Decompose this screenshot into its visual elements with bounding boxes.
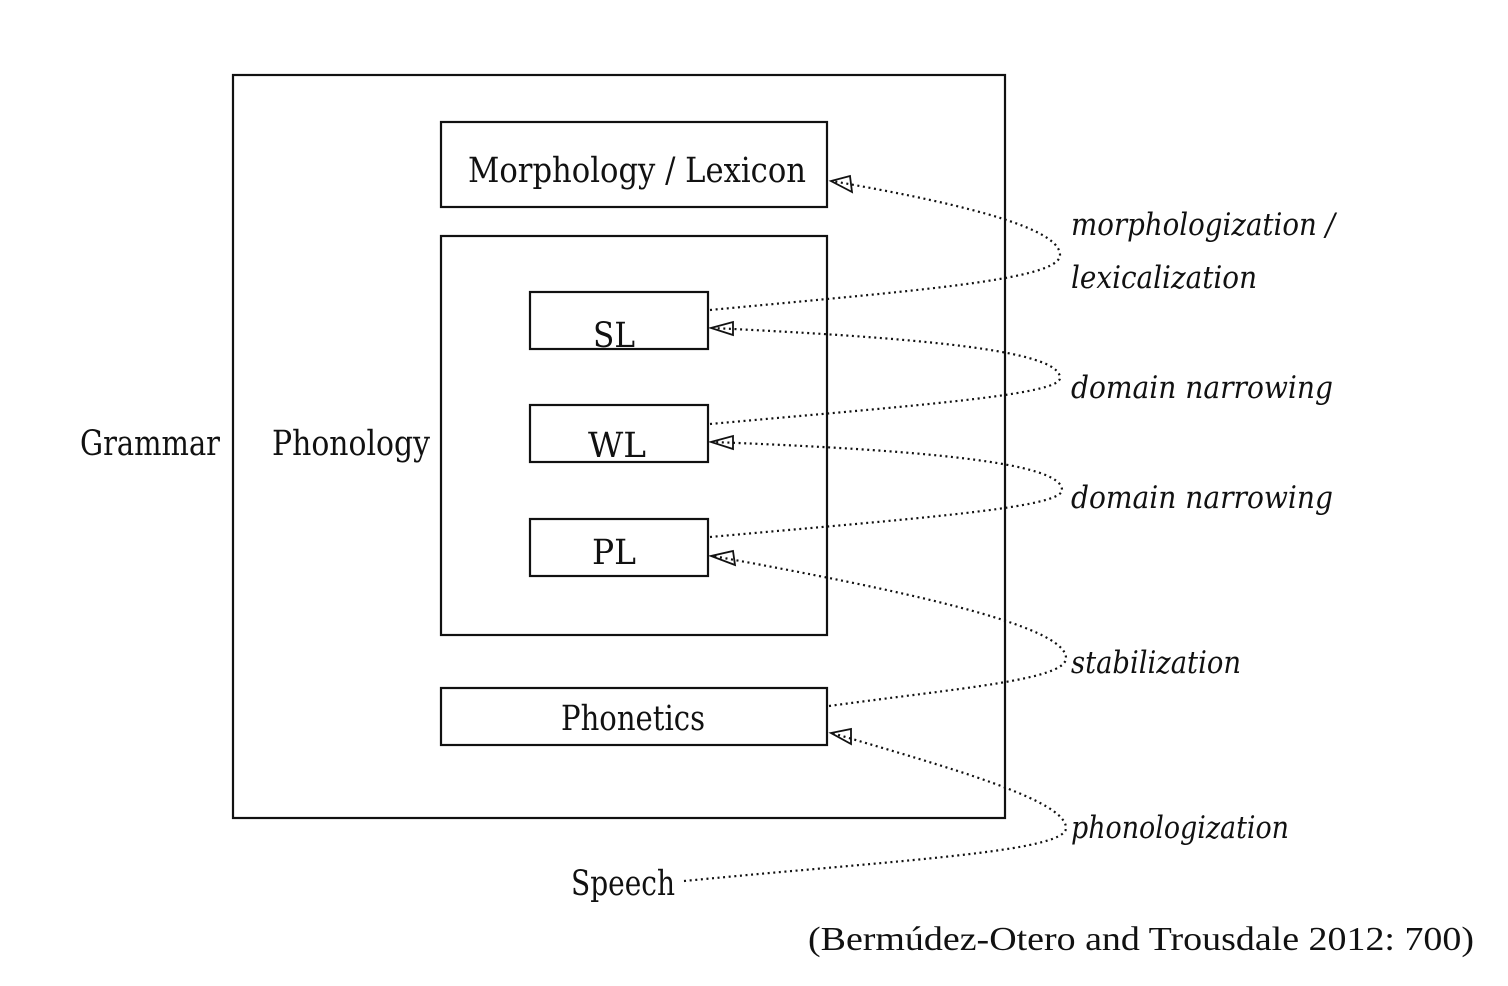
arrowhead-phonetics — [828, 727, 852, 746]
pl-label: PL — [592, 533, 636, 573]
arrowhead-wl — [707, 434, 734, 451]
stabilization-label: stabilization — [1071, 645, 1241, 681]
domain-narrowing-upper-label: domain narrowing — [1071, 370, 1333, 406]
morphologization-label: morphologization / — [1071, 207, 1337, 243]
arrowhead-morphology — [828, 174, 854, 194]
arrowhead-pl — [707, 549, 737, 567]
morphology-lexicon-label: Morphology / Lexicon — [468, 151, 806, 191]
arrowhead-sl — [707, 320, 734, 337]
phonologization-label: phonologization — [1071, 810, 1289, 846]
phonetics-label: Phonetics — [561, 699, 705, 739]
sl-box — [528, 290, 710, 351]
phonetics-box — [439, 686, 829, 747]
domain-narrowing-upper-flow — [709, 326, 1062, 426]
grammar-label: Grammar — [80, 424, 220, 464]
sl-label: SL — [593, 316, 635, 356]
morphologization-flow — [709, 179, 1062, 312]
wl-box — [528, 403, 710, 464]
citation: (Bermúdez-Otero and Trousdale 2012: 700) — [808, 921, 1474, 958]
phonology-box — [439, 234, 829, 637]
domain-narrowing-lower-label: domain narrowing — [1071, 480, 1333, 516]
grammar-box — [231, 73, 1007, 820]
phonologization-flow — [683, 731, 1068, 883]
morphology-lexicon-box — [439, 120, 829, 209]
speech-label: Speech — [571, 864, 675, 904]
wl-label: WL — [588, 426, 646, 466]
stabilization-flow — [712, 554, 1068, 708]
phonology-label: Phonology — [272, 424, 430, 464]
lexicalization-label: lexicalization — [1071, 260, 1257, 296]
domain-narrowing-lower-flow — [709, 440, 1064, 539]
pl-box — [528, 517, 710, 578]
